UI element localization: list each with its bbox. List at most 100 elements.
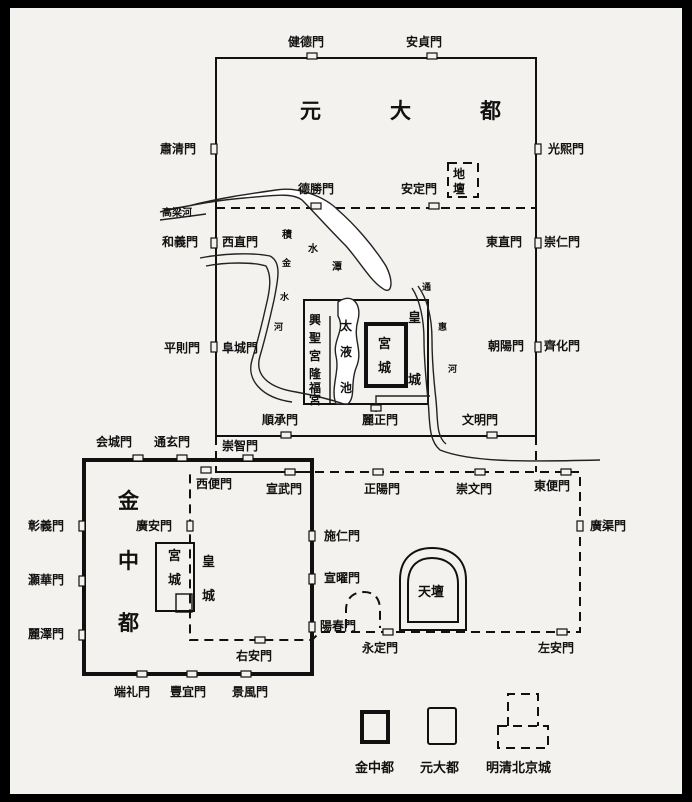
gate-zuo-an: 左安門 — [537, 640, 574, 655]
gate-xuanwu: 宣武門 — [266, 481, 302, 496]
gate-marker-guangxi — [534, 143, 542, 155]
gaoliang-river — [159, 213, 207, 221]
gate-tongxuan: 通玄門 — [154, 434, 190, 449]
tonghui-label-3: 河 — [448, 363, 457, 375]
gate-marker-lizheng — [370, 404, 382, 412]
gate-jingfeng: 景風門 — [232, 685, 268, 699]
legend: 金中都 元大都 明清北京城 — [354, 693, 551, 776]
gate-marker-chongzhi — [242, 454, 254, 462]
gate-suqing: 肅清門 — [160, 141, 196, 156]
gate-marker-chongwen — [474, 468, 486, 476]
jishui-label-2: 水 — [307, 242, 319, 255]
gate-xuanyao: 宣曜門 — [324, 570, 360, 585]
gaoliang-river-label: 高梁河 — [162, 206, 192, 219]
gate-chongren: 崇仁門 — [544, 234, 580, 249]
gate-chongzhi: 崇智門 — [222, 438, 258, 453]
gate-marker-yangchun — [308, 621, 316, 633]
gate-anzhen: 安貞門 — [406, 34, 442, 49]
ditan-altar — [447, 162, 479, 198]
jinshui-river-bank — [205, 262, 293, 403]
jin-palace-label-2: 城 — [168, 572, 181, 588]
tiantan-outer-wall — [399, 546, 467, 631]
legend-swatch-jin — [360, 710, 390, 744]
gate-marker-wenming — [486, 431, 498, 439]
tonghui-river-bank — [417, 285, 447, 445]
gate-jiande: 健德門 — [288, 34, 324, 49]
tonghui-label-1: 通 — [422, 281, 431, 293]
gate-wenming: 文明門 — [462, 412, 498, 427]
yuan-dadu-label: 元 大 都 — [300, 98, 525, 123]
legend-label-yuan: 元大都 — [420, 760, 459, 776]
gate-marker-lize — [78, 629, 86, 641]
gate-chongwen: 崇文門 — [456, 481, 492, 496]
ditan-label-2: 壇 — [453, 181, 465, 196]
taiye-label-1: 太 — [340, 318, 353, 333]
gate-heyi: 和義門 — [161, 234, 198, 249]
gate-marker-yongding — [382, 628, 394, 636]
gate-markers — [78, 52, 584, 678]
yuan-palace-label-2: 城 — [378, 360, 391, 376]
gate-marker-desheng — [310, 202, 322, 210]
xiannongtan-arch — [345, 590, 381, 628]
tiantan-inner-wall — [407, 556, 459, 623]
longfu-label-1: 隆 — [309, 366, 322, 381]
jinshui-river — [199, 253, 345, 405]
gate-marker-qihua — [534, 341, 542, 353]
jinshui-label-1: 金 — [281, 257, 292, 269]
jin-zhongdu-label-2: 中 — [118, 548, 139, 573]
gate-marker-xuanyao — [308, 573, 316, 585]
gate-zhengyang: 正陽門 — [364, 482, 400, 496]
gate-marker-tongxuan — [176, 454, 188, 462]
gate-marker-heyi — [210, 237, 218, 249]
gate-shiren: 施仁門 — [324, 528, 360, 543]
gate-duanli: 端礼門 — [114, 684, 150, 699]
gate-zhangyi: 彰義門 — [28, 518, 64, 533]
gate-marker-guang-an — [186, 520, 194, 532]
gate-marker-xibian — [200, 466, 212, 474]
jin-palace-label-1: 宮 — [168, 548, 181, 564]
taiye-label-3: 池 — [340, 380, 352, 395]
gate-marker-xuanwu — [284, 468, 296, 476]
gate-marker-pingze — [210, 341, 218, 353]
gate-marker-huicheng — [132, 454, 144, 462]
gate-guangqu: 廣渠門 — [590, 518, 626, 533]
xingsheng-label-1: 興 — [309, 312, 321, 327]
jin-zhongdu-label-1: 金 — [117, 488, 140, 513]
gate-you-an: 右安門 — [235, 648, 272, 663]
gate-marker-shiren — [308, 530, 316, 542]
jin-zhongdu-wall — [82, 458, 314, 676]
gate-marker-guangqu — [576, 520, 584, 532]
jin-zhongdu-label-3: 都 — [117, 610, 139, 635]
jin-palace-wall — [155, 542, 195, 612]
gate-marker-zhengyang — [372, 468, 384, 476]
gate-dongzhi: 東直門 — [486, 234, 522, 249]
gate-xizhi: 西直門 — [222, 234, 258, 249]
gate-huicheng: 会城門 — [96, 434, 132, 449]
yuan-imperial-city-wall — [303, 299, 429, 405]
gate-chaoyang: 朝陽門 — [488, 338, 524, 353]
gate-guang-an: 廣安門 — [136, 518, 172, 533]
gate-marker-you-an — [254, 636, 266, 644]
xingsheng-label-2: 聖 — [309, 331, 321, 345]
tonghui-label-2: 惠 — [438, 321, 447, 333]
gate-anding: 安定門 — [401, 181, 437, 196]
mingqing-outer-wall — [189, 436, 581, 641]
jishui-label-3: 潭 — [332, 260, 342, 273]
gate-fucheng: 阜城門 — [222, 340, 258, 355]
jin-palace-gate-block — [175, 593, 193, 613]
gate-yangchun: 陽春門 — [320, 618, 356, 633]
longfu-label-2: 福 — [308, 380, 321, 395]
legend-label-jin: 金中都 — [354, 760, 394, 776]
ditan-label-1: 地 — [453, 166, 465, 181]
gate-xianhua: 灝華門 — [28, 572, 64, 587]
gate-marker-zhangyi — [78, 520, 86, 532]
tonghui-river — [411, 287, 601, 462]
yuan-palace-wall — [364, 322, 408, 388]
legend-swatch-yuan — [427, 707, 457, 745]
gate-fengyi: 豐宜門 — [170, 684, 206, 699]
gate-marker-jingfeng — [240, 670, 252, 678]
xingsheng-label-3: 宮 — [309, 348, 321, 363]
gate-lizheng: 麗正門 — [362, 413, 398, 427]
yuan-palace-label-1: 宮 — [378, 336, 391, 352]
